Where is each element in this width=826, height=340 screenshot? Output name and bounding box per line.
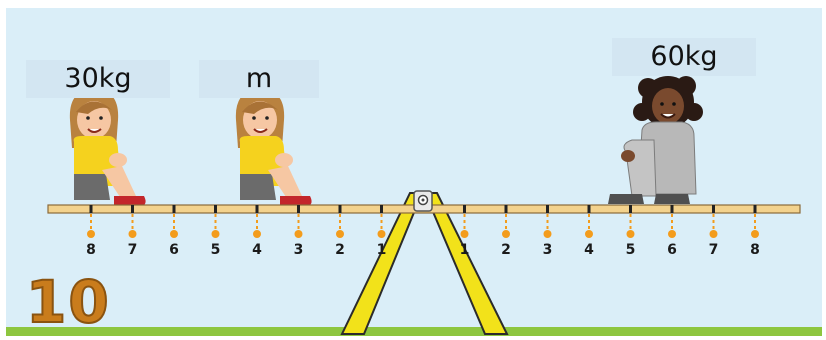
scale-peg-right-1[interactable] [460, 230, 469, 238]
scale-tick-left-8 [89, 205, 93, 213]
scale-peg-right-3[interactable] [543, 230, 552, 238]
scale-peg-left-2[interactable] [336, 230, 344, 238]
girl-60kg-character [608, 76, 703, 204]
scale-tick-right-6 [670, 205, 674, 213]
scale-peg-left-4[interactable] [253, 230, 261, 238]
scale-tick-left-3 [297, 205, 300, 213]
scale-label-right-6: 6 [667, 242, 677, 258]
scale-tick-left-1 [380, 205, 383, 213]
scale-peg-left-7[interactable] [128, 230, 137, 238]
scale-peg-left-6[interactable] [170, 230, 178, 238]
scale-tick-left-6 [172, 205, 176, 213]
mass-label-30kg: 30kg [26, 60, 170, 98]
level-number: 10 [25, 267, 111, 337]
scale-peg-right-8[interactable] [751, 230, 759, 238]
mass-label-m: m [199, 60, 319, 98]
scale-label-left-2: 2 [335, 242, 345, 258]
scale-tick-right-1 [463, 205, 466, 213]
scale-label-right-1: 1 [460, 242, 470, 258]
scale-peg-right-7[interactable] [709, 230, 718, 238]
scale-tick-left-4 [255, 205, 259, 213]
scale-tick-right-8 [753, 205, 757, 213]
mass-label-60kg: 60kg [612, 38, 756, 76]
scale-label-left-4: 4 [252, 242, 262, 258]
grass-strip [6, 327, 822, 336]
scale-label-right-5: 5 [626, 242, 636, 258]
scale-peg-right-6[interactable] [668, 230, 676, 238]
scale-label-left-5: 5 [211, 242, 221, 258]
scale-right: 1 2 3 4 5 6 7 8 [460, 205, 760, 258]
girl-30kg-character [69, 88, 146, 206]
pivot-bolt [413, 190, 433, 212]
scale-tick-left-2 [338, 205, 342, 213]
scale-peg-left-5[interactable] [211, 230, 220, 238]
scale-left: 8 7 6 5 4 3 2 1 [86, 205, 386, 258]
scale-label-right-8: 8 [750, 242, 760, 258]
scale-peg-right-5[interactable] [626, 230, 635, 238]
scale-tick-right-5 [629, 205, 632, 213]
scale-peg-left-8[interactable] [87, 230, 95, 238]
scale-tick-left-7 [131, 205, 134, 213]
scale-label-left-8: 8 [86, 242, 96, 258]
scale-label-right-4: 4 [584, 242, 594, 258]
scale-peg-left-1[interactable] [377, 230, 386, 238]
scale-label-left-6: 6 [169, 242, 179, 258]
scale-label-left-3: 3 [294, 242, 304, 258]
scale-tick-right-2 [504, 205, 508, 213]
scale-label-left-1: 1 [377, 242, 387, 258]
scale-tick-right-7 [712, 205, 715, 213]
scale-label-right-7: 7 [709, 242, 719, 258]
scale-peg-right-4[interactable] [585, 230, 593, 238]
scale-label-right-3: 3 [543, 242, 553, 258]
scale-tick-right-4 [587, 205, 591, 213]
scale-peg-left-3[interactable] [294, 230, 303, 238]
scale-tick-left-5 [214, 205, 217, 213]
scale-label-left-7: 7 [128, 242, 138, 258]
scale-peg-right-2[interactable] [502, 230, 510, 238]
girl-m-character [235, 88, 312, 206]
scale-label-right-2: 2 [501, 242, 511, 258]
scale-tick-right-3 [546, 205, 549, 213]
